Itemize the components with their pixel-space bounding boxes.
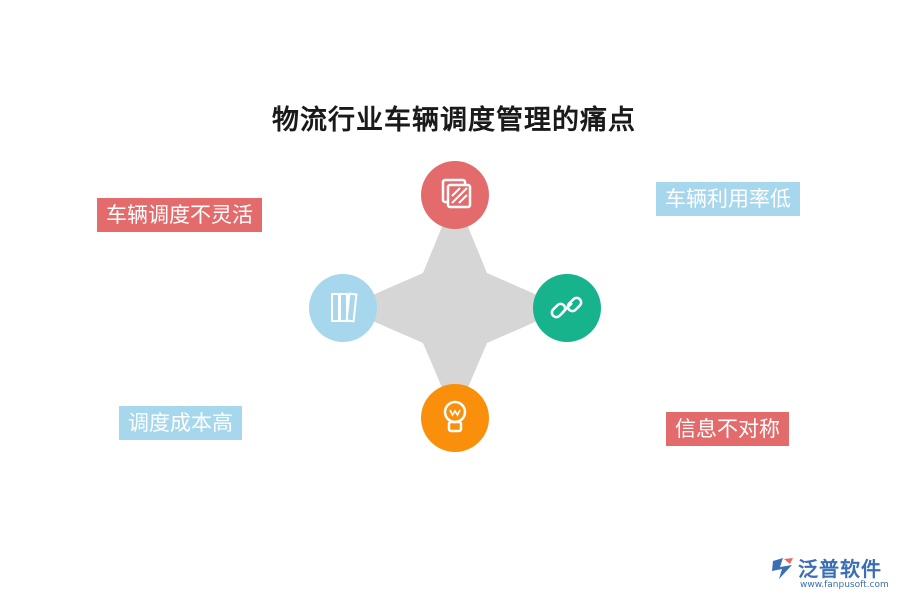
brand-logo: 泛普软件 www.fanpusoft.com — [770, 553, 895, 595]
logo-icon — [772, 558, 793, 579]
center-star-shape — [343, 195, 567, 418]
pain-point-high-cost: 调度成本高 — [119, 406, 242, 440]
page-title: 物流行业车辆调度管理的痛点 — [272, 105, 636, 136]
link-icon — [533, 274, 601, 342]
books-icon — [309, 274, 377, 342]
layers-icon — [421, 161, 489, 229]
pain-point-low-utilization: 车辆利用率低 — [656, 182, 800, 216]
logo-name: 泛普软件 — [798, 557, 882, 581]
pain-point-inflexible-dispatch: 车辆调度不灵活 — [97, 198, 262, 232]
lightbulb-icon — [421, 384, 489, 452]
pain-point-info-asymmetry: 信息不对称 — [666, 412, 789, 446]
logo-url: www.fanpusoft.com — [800, 580, 889, 590]
